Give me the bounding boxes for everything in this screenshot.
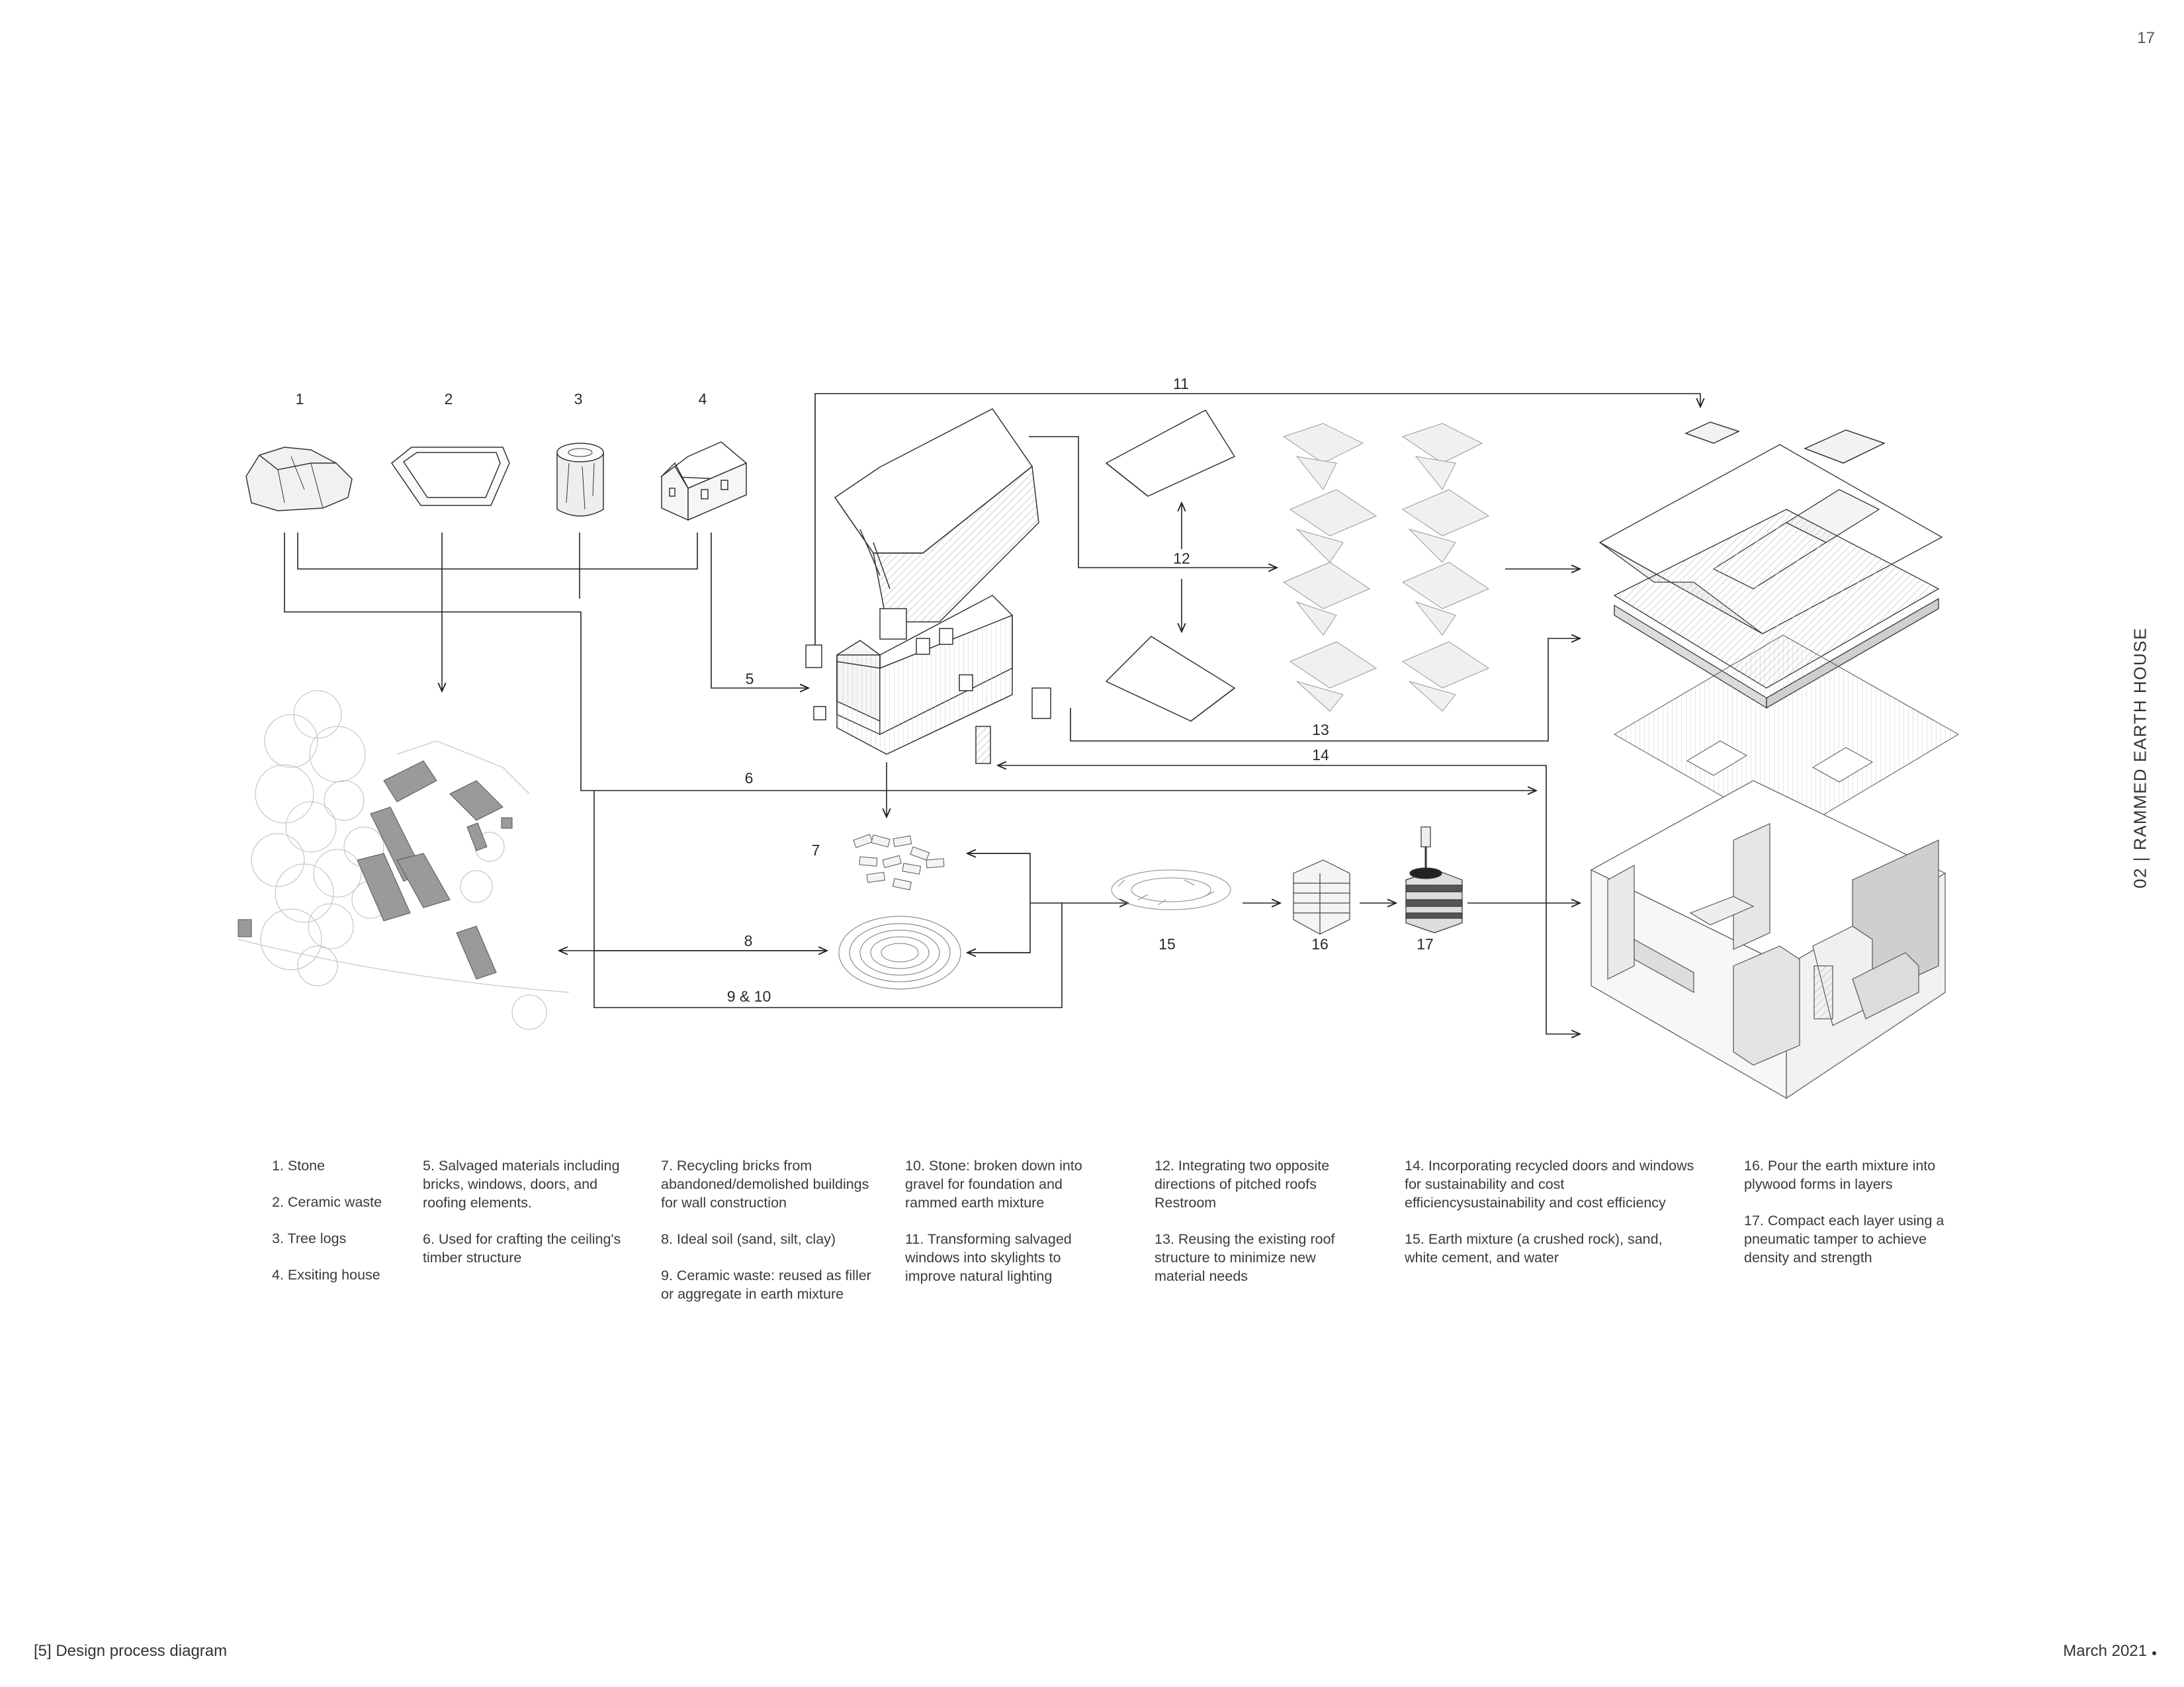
step-label-6: 6	[745, 769, 754, 787]
legend-column-4: 10. Stone: broken down into gravel for f…	[905, 1156, 1104, 1303]
step-label-4: 4	[699, 390, 707, 408]
legend-item-6: 6. Used for crafting the ceiling's timbe…	[423, 1230, 625, 1267]
stone-icon	[246, 447, 352, 511]
existing-house-icon	[662, 442, 746, 520]
step-label-16: 16	[1311, 935, 1329, 953]
pneumatic-tamper-icon	[1406, 827, 1462, 933]
publication-date: March 2021	[2063, 1642, 2147, 1661]
legend-item-17: 17. Compact each layer using a pneumatic…	[1744, 1211, 1956, 1267]
legend-item-16: 16. Pour the earth mixture into plywood …	[1744, 1156, 1956, 1193]
legend-column-6: 14. Incorporating recycled doors and win…	[1405, 1156, 1696, 1285]
legend-item-3: 3. Tree logs	[272, 1229, 404, 1248]
legend-item-13: 13. Reusing the existing roof structure …	[1155, 1230, 1360, 1285]
recycled-bricks-icon	[853, 834, 944, 890]
site-buildings	[238, 761, 512, 979]
legend-item-9: 9. Ceramic waste: reused as filler or ag…	[661, 1266, 873, 1303]
step-label-9-10: 9 & 10	[727, 988, 771, 1005]
step-label-1: 1	[296, 390, 304, 408]
legend-column-3: 7. Recycling bricks from abandoned/demol…	[661, 1156, 873, 1321]
salvaged-house-icon	[806, 409, 1051, 763]
step-label-12: 12	[1173, 550, 1190, 567]
step-label-8: 8	[744, 932, 753, 949]
bullet-dot-icon	[2152, 1651, 2156, 1655]
ceramic-waste-icon	[392, 447, 509, 505]
legend-column-1: 1. Stone 2. Ceramic waste 3. Tree logs 4…	[272, 1156, 404, 1302]
house-interior-axonometric	[1591, 781, 1945, 1098]
legend-item-2: 2. Ceramic waste	[272, 1193, 404, 1211]
step-label-3: 3	[574, 390, 583, 408]
legend-item-8: 8. Ideal soil (sand, silt, clay)	[661, 1230, 873, 1248]
plywood-forms-icon	[1293, 860, 1350, 934]
step-label-2: 2	[445, 390, 453, 408]
legend-column-2: 5. Salvaged materials including bricks, …	[423, 1156, 625, 1285]
legend-item-12: 12. Integrating two opposite directions …	[1155, 1156, 1360, 1212]
soil-mound-icon	[839, 916, 961, 989]
legend-item-10: 10. Stone: broken down into gravel for f…	[905, 1156, 1104, 1212]
figure-caption: [5] Design process diagram	[34, 1642, 227, 1661]
legend-item-14: 14. Incorporating recycled doors and win…	[1405, 1156, 1696, 1212]
step-label-5: 5	[746, 670, 754, 687]
legend-item-11: 11. Transforming salvaged windows into s…	[905, 1230, 1104, 1285]
step-label-11: 11	[1173, 375, 1189, 392]
earth-mixture-icon	[1112, 870, 1231, 910]
legend-item-15: 15. Earth mixture (a crushed rock), sand…	[1405, 1230, 1696, 1267]
step-label-15: 15	[1158, 935, 1176, 953]
step-label-17: 17	[1417, 935, 1434, 953]
pitched-roof-lower	[1106, 636, 1235, 721]
step-label-13: 13	[1312, 721, 1329, 738]
legend-item-7: 7. Recycling bricks from abandoned/demol…	[661, 1156, 873, 1212]
roof-form-studies	[1284, 423, 1489, 711]
legend-item-1: 1. Stone	[272, 1156, 404, 1175]
step-label-14: 14	[1312, 746, 1329, 763]
legend-column-7: 16. Pour the earth mixture into plywood …	[1744, 1156, 1956, 1285]
pitched-roof-upper	[1106, 410, 1235, 496]
legend-column-5: 12. Integrating two opposite directions …	[1155, 1156, 1360, 1303]
legend-item-5: 5. Salvaged materials including bricks, …	[423, 1156, 625, 1212]
step-label-7: 7	[812, 842, 820, 859]
legend-item-4: 4. Exsiting house	[272, 1266, 404, 1284]
tree-log-icon	[557, 443, 603, 516]
